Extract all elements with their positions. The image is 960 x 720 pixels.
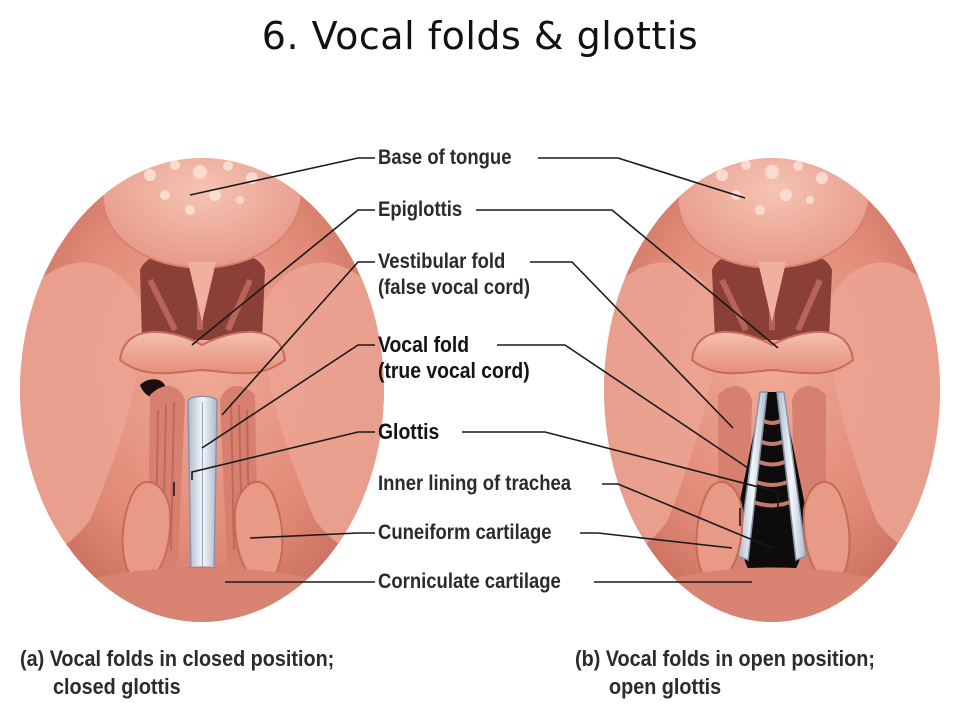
- leader-glottis-left: [191, 431, 375, 480]
- label-base-of-tongue: Base of tongue: [378, 146, 512, 169]
- leader-base-of-tongue-right: [538, 157, 746, 199]
- leader-vestibular-left: [221, 261, 375, 416]
- leader-vocal-fold-left: [201, 344, 375, 449]
- leader-epiglottis-left: [191, 209, 375, 346]
- label-epiglottis: Epiglottis: [378, 198, 463, 221]
- caption-b-line2: open glottis: [609, 674, 722, 699]
- label-inner-lining-of-trachea: Inner lining of trachea: [378, 472, 572, 495]
- leader-vestibular-right: [530, 261, 734, 429]
- label-corniculate-cartilage: Corniculate cartilage: [378, 570, 561, 593]
- leader-glottis-right: [462, 431, 779, 512]
- leader-epiglottis-right: [476, 209, 779, 349]
- caption-b-line1: (b) Vocal folds in open position;: [575, 646, 875, 671]
- label-cuneiform-cartilage: Cuneiform cartilage: [378, 521, 552, 544]
- label-vestibular-fold: Vestibular fold: [378, 250, 506, 273]
- leader-vocal-fold-right: [497, 344, 749, 469]
- caption-a-line1: (a) Vocal folds in closed position;: [20, 646, 335, 671]
- label-glottis: Glottis: [378, 419, 440, 444]
- slide-title: 6. Vocal folds & glottis: [261, 14, 699, 58]
- label-vocal-fold: Vocal fold: [378, 332, 470, 357]
- larynx-closed-illustration: [20, 158, 384, 622]
- label-true-vocal-cord: (true vocal cord): [378, 358, 530, 383]
- leader-base-of-tongue-left: [189, 157, 375, 196]
- leader-inner-lining: [602, 483, 773, 549]
- larynx-open-illustration: [604, 158, 940, 622]
- leader-cuneiform-left: [249, 532, 375, 539]
- caption-a-line2: closed glottis: [53, 674, 181, 699]
- label-false-vocal-cord: (false vocal cord): [378, 276, 531, 299]
- leader-lines: [173, 157, 779, 583]
- leader-cuneiform-right: [580, 532, 733, 549]
